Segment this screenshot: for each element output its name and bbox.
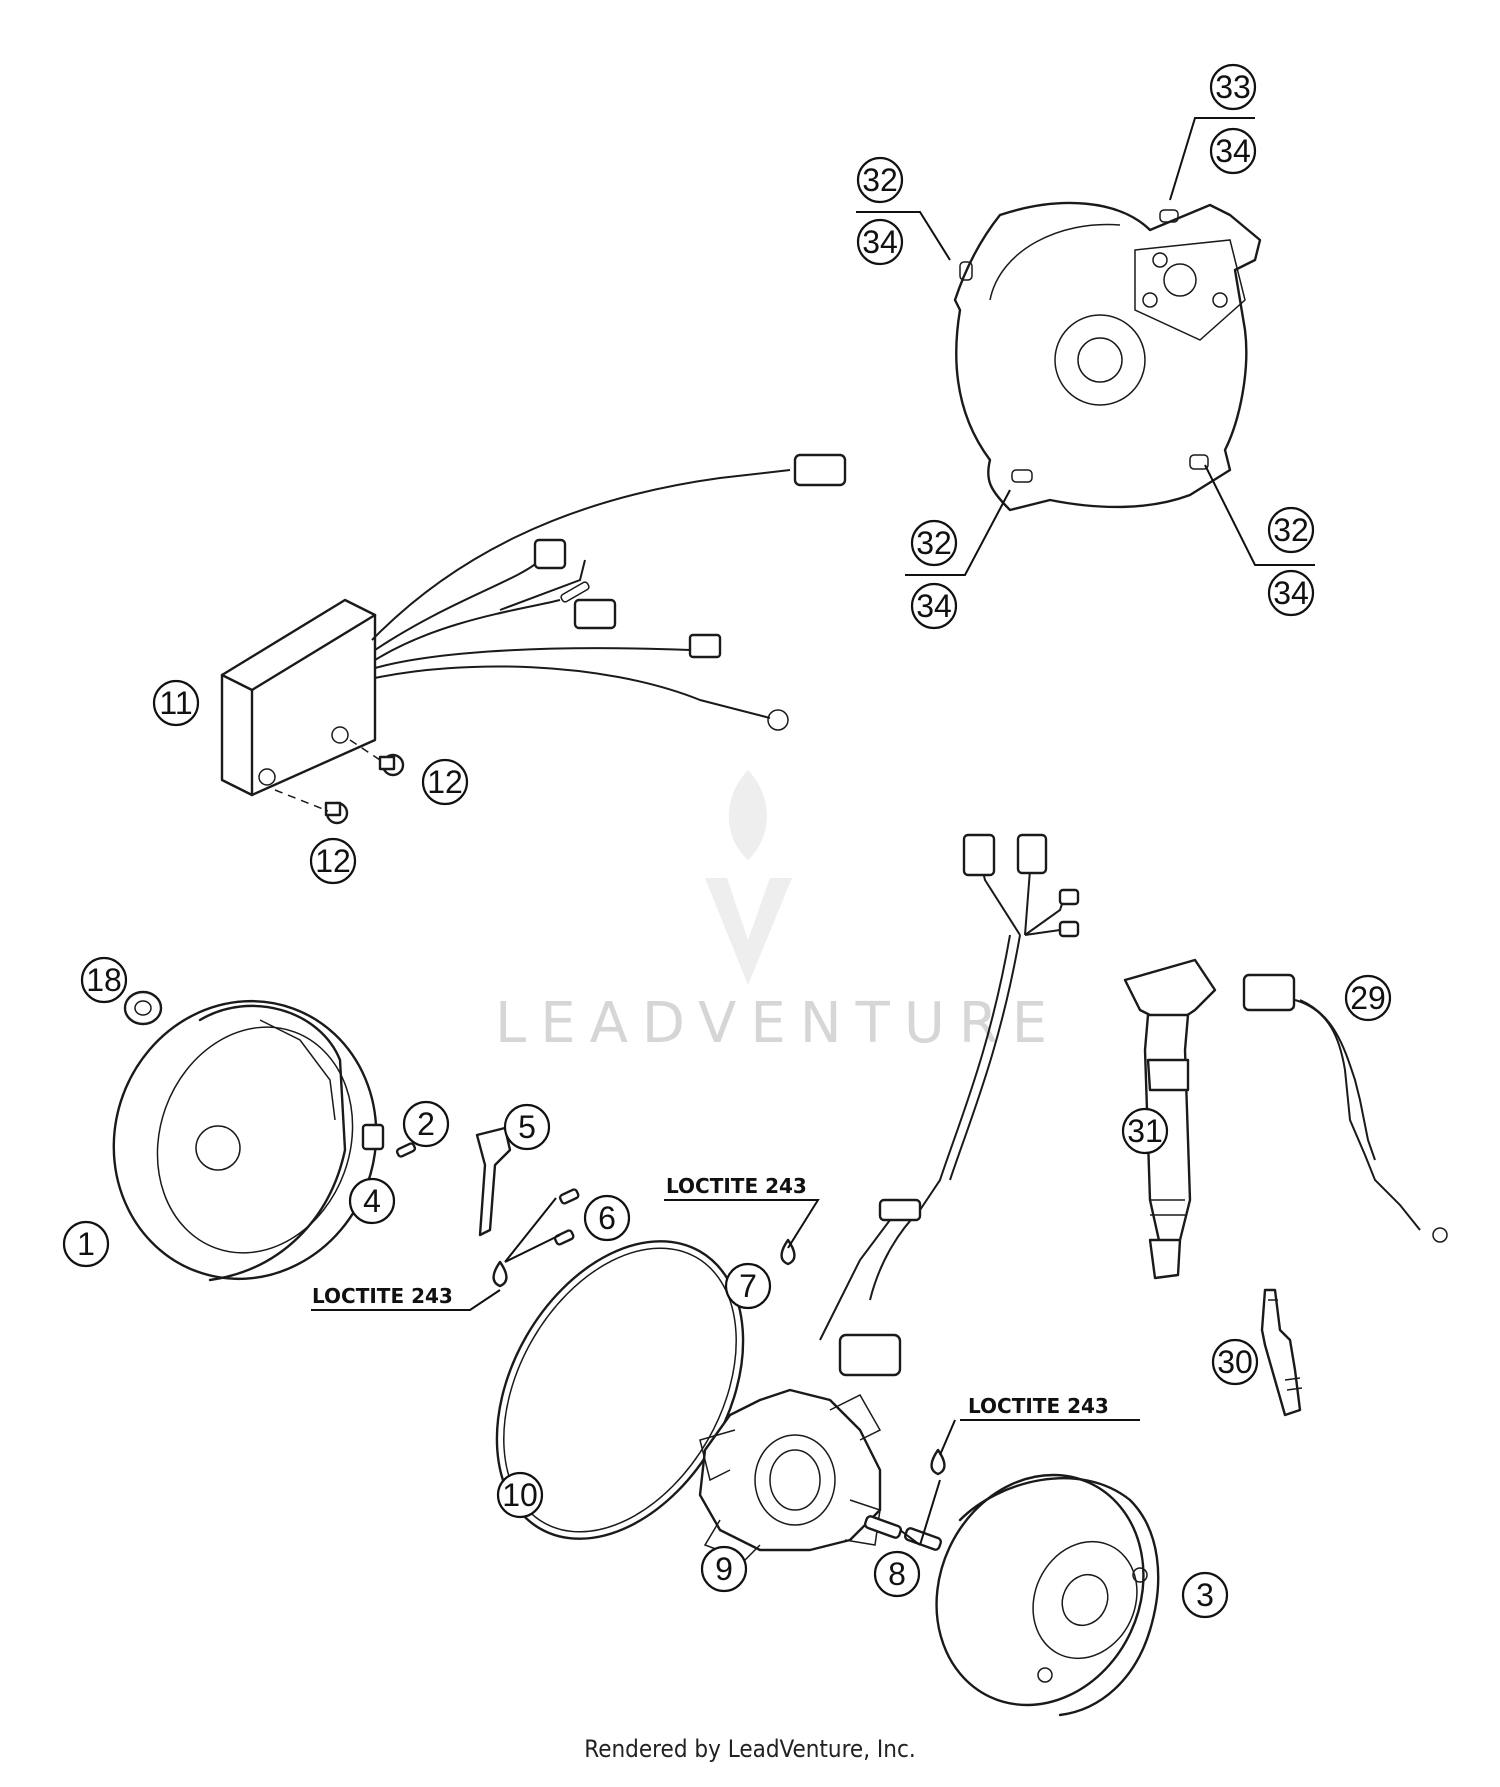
callout-32-left: 32: [856, 156, 904, 204]
render-credit: Rendered by LeadVenture, Inc.: [584, 1735, 916, 1763]
svg-text:2: 2: [417, 1106, 435, 1142]
spark-plug-part: [1260, 1288, 1303, 1417]
callout-2: 2: [402, 1100, 450, 1148]
flywheel-part: [935, 1473, 1160, 1717]
callout-34-bottom-left: 34: [910, 582, 958, 630]
svg-text:7: 7: [739, 1268, 757, 1304]
callout-7: 7: [724, 1262, 772, 1310]
watermark: LEADVENTURE: [495, 770, 1061, 1056]
loctite-note-1: LOCTITE 243: [312, 1284, 453, 1308]
svg-text:34: 34: [1273, 575, 1309, 611]
callout-32-bottom-left: 32: [910, 519, 958, 567]
ignition-cover-part: [112, 990, 378, 1282]
callout-9: 9: [700, 1545, 748, 1593]
svg-text:34: 34: [1215, 133, 1251, 169]
callouts: 1 2 3 4 5 6 7 8 9 10 11 12 12 18 29 30 3…: [62, 63, 1392, 1619]
callout-4: 4: [348, 1177, 396, 1225]
stator-part: [698, 833, 1080, 1561]
ignition-control-unit-part: [220, 453, 847, 825]
bolt-12a: [378, 753, 405, 777]
svg-text:11: 11: [159, 685, 192, 721]
callout-34-bottom-right: 34: [1267, 569, 1315, 617]
callout-12b: 12: [309, 837, 357, 885]
callout-8: 8: [873, 1550, 921, 1598]
callout-30: 30: [1211, 1338, 1259, 1386]
notes: LOCTITE 243 LOCTITE 243 LOCTITE 243: [312, 1174, 1109, 1418]
generator-cover-part: [953, 201, 1262, 512]
svg-text:34: 34: [862, 224, 898, 260]
svg-text:32: 32: [916, 525, 952, 561]
callout-5: 5: [503, 1103, 551, 1151]
svg-text:12: 12: [427, 764, 463, 800]
callout-32-bottom-right: 32: [1267, 506, 1315, 554]
svg-text:33: 33: [1215, 69, 1251, 105]
svg-text:30: 30: [1217, 1344, 1253, 1380]
svg-text:1: 1: [77, 1226, 95, 1262]
bushing-18: [123, 990, 163, 1026]
svg-text:5: 5: [518, 1109, 536, 1145]
svg-text:32: 32: [1273, 512, 1309, 548]
watermark-text: LEADVENTURE: [495, 991, 1061, 1056]
callout-34-top: 34: [1209, 127, 1257, 175]
svg-text:9: 9: [715, 1551, 733, 1587]
svg-text:3: 3: [1196, 1577, 1214, 1613]
ignition-cable-part: [1242, 973, 1448, 1243]
callout-10: 10: [496, 1471, 544, 1519]
svg-text:6: 6: [598, 1200, 616, 1236]
callout-33-top: 33: [1209, 63, 1257, 111]
callout-1: 1: [62, 1220, 110, 1268]
callout-11: 11: [152, 679, 200, 727]
callout-18: 18: [80, 956, 128, 1004]
svg-text:12: 12: [315, 843, 351, 879]
bolt-12b: [324, 801, 349, 825]
callout-29: 29: [1344, 974, 1392, 1022]
loctite-note-3: LOCTITE 243: [968, 1394, 1109, 1418]
callout-34-left: 34: [856, 218, 904, 266]
svg-text:31: 31: [1127, 1113, 1163, 1149]
svg-text:29: 29: [1350, 980, 1386, 1016]
callout-3: 3: [1181, 1571, 1229, 1619]
svg-text:8: 8: [888, 1556, 906, 1592]
loctite-note-2: LOCTITE 243: [666, 1174, 807, 1198]
svg-text:10: 10: [502, 1477, 538, 1513]
callout-12a: 12: [421, 758, 469, 806]
svg-text:34: 34: [916, 588, 952, 624]
svg-text:32: 32: [862, 162, 898, 198]
svg-text:18: 18: [86, 962, 122, 998]
callout-31: 31: [1121, 1107, 1169, 1155]
svg-text:4: 4: [363, 1183, 381, 1219]
leader-lines: [311, 117, 1315, 1546]
callout-6: 6: [583, 1194, 631, 1242]
small-parts: [361, 1123, 580, 1288]
leadventure-logo-icon: [705, 770, 792, 985]
